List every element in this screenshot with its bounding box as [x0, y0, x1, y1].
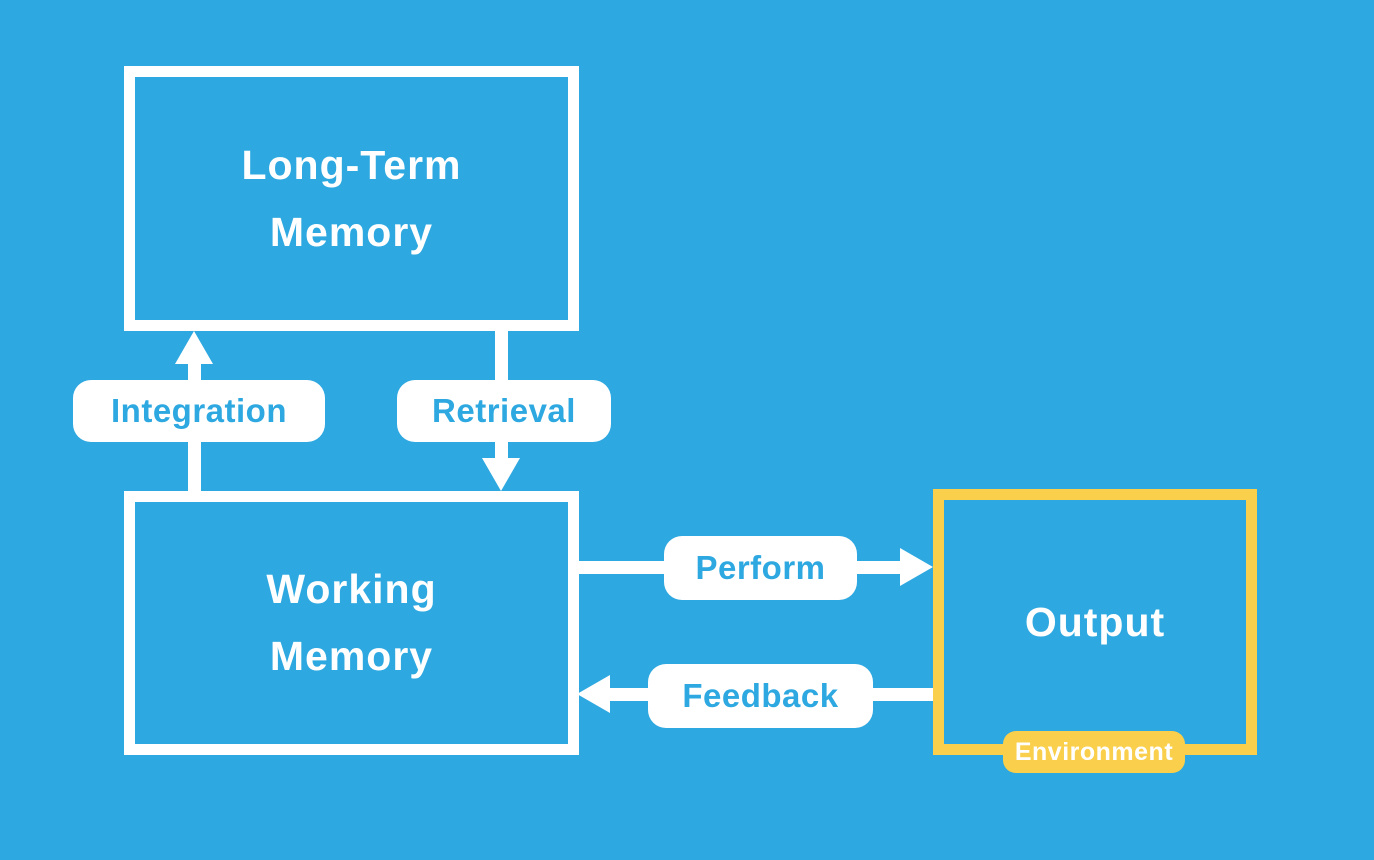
output-label: Output [1024, 598, 1166, 645]
retrieval-arrowhead-down-icon [482, 458, 520, 491]
output-box: Output [933, 489, 1257, 755]
perform-arrowhead-right-icon [900, 548, 933, 586]
integration-edge-label: Integration [73, 380, 325, 442]
long-term-memory-label: Long-Term Memory [241, 141, 462, 255]
feedback-edge-label: Feedback [648, 664, 873, 728]
retrieval-edge-label: Retrieval [397, 380, 611, 442]
long-term-memory-box: Long-Term Memory [124, 66, 579, 331]
feedback-arrowhead-left-icon [577, 675, 610, 713]
working-memory-label: Working Memory [266, 566, 437, 679]
perform-edge-label: Perform [664, 536, 857, 600]
integration-arrowhead-up-icon [175, 331, 213, 364]
working-memory-box: Working Memory [124, 491, 579, 755]
environment-badge: Environment [1003, 731, 1185, 773]
